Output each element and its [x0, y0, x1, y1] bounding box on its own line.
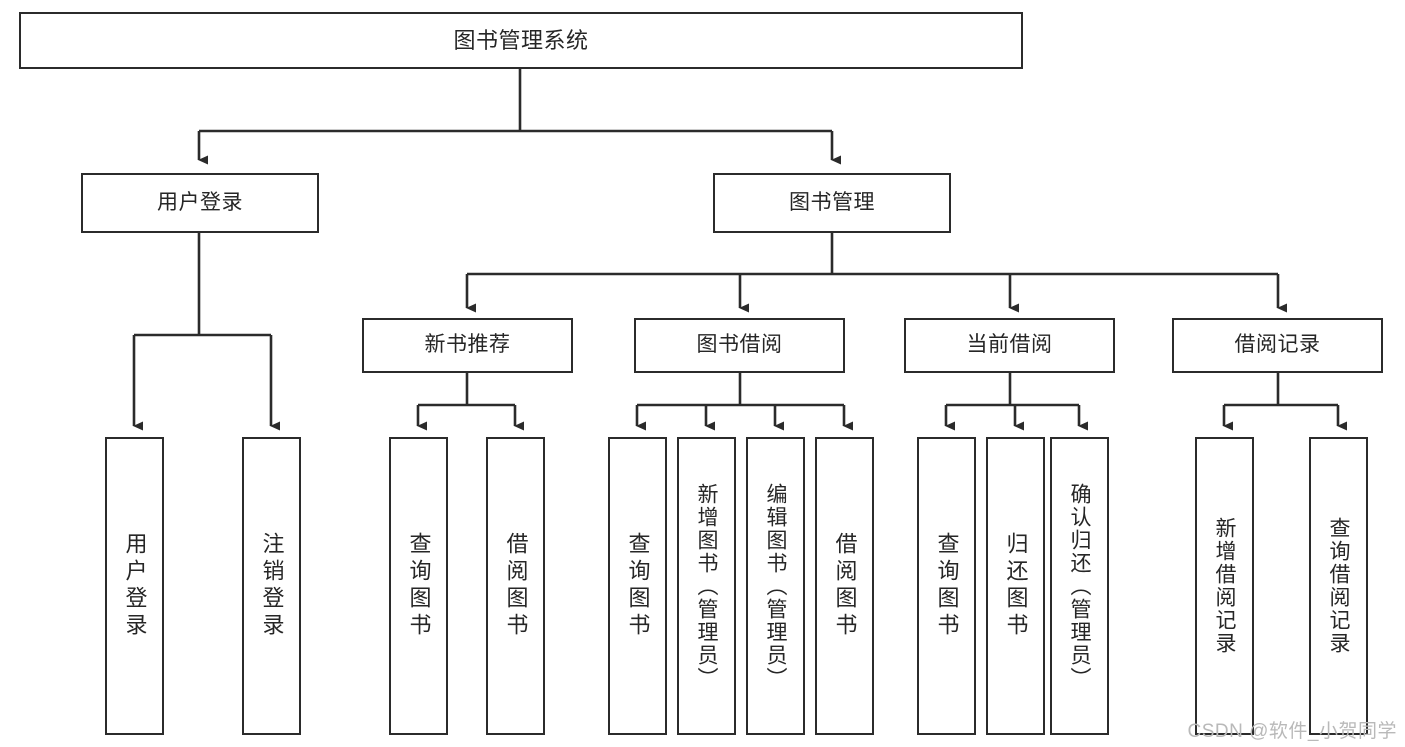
node-label: 查询图书: [934, 532, 960, 640]
node-borrow-record[interactable]: 借阅记录: [1172, 318, 1383, 373]
node-current-borrow[interactable]: 当前借阅: [904, 318, 1115, 373]
leaf-book-borrow-query-book[interactable]: 查询图书: [608, 437, 667, 735]
leaf-current-borrow-query-book[interactable]: 查询图书: [917, 437, 976, 735]
leaf-borrow-record-add-record[interactable]: 新增借阅记录: [1195, 437, 1254, 735]
node-label: 查询图书: [625, 532, 651, 640]
node-label: 注销登录: [259, 532, 285, 640]
node-label: 查询借阅记录: [1327, 517, 1350, 655]
node-label: 借阅图书: [503, 532, 529, 640]
node-label: 新增借阅记录: [1213, 517, 1236, 655]
node-root-library-management-system[interactable]: 图书管理系统: [19, 12, 1023, 69]
node-book-management[interactable]: 图书管理: [713, 173, 951, 233]
csdn-watermark: CSDN @软件_小贺同学: [1187, 721, 1397, 742]
node-label: 借阅记录: [1234, 333, 1321, 357]
node-label: 新增图书（管理员）: [695, 482, 718, 690]
node-label: 借阅图书: [832, 532, 858, 640]
node-book-borrow[interactable]: 图书借阅: [634, 318, 845, 373]
node-label: 图书借阅: [696, 333, 783, 357]
leaf-book-borrow-borrow-book[interactable]: 借阅图书: [815, 437, 874, 735]
leaf-borrow-record-query-record[interactable]: 查询借阅记录: [1309, 437, 1368, 735]
leaf-new-book-borrow-book[interactable]: 借阅图书: [486, 437, 545, 735]
leaf-user-login-signout[interactable]: 注销登录: [242, 437, 301, 735]
node-label: 查询图书: [406, 532, 432, 640]
node-label: 用户登录: [157, 190, 243, 214]
node-user-login[interactable]: 用户登录: [81, 173, 319, 233]
leaf-book-borrow-add-book-admin[interactable]: 新增图书（管理员）: [677, 437, 736, 735]
node-label: 图书管理: [789, 190, 875, 214]
leaf-new-book-query-book[interactable]: 查询图书: [389, 437, 448, 735]
node-new-book-recommendation[interactable]: 新书推荐: [362, 318, 573, 373]
node-label: 当前借阅: [966, 333, 1053, 357]
leaf-book-borrow-edit-book-admin[interactable]: 编辑图书（管理员）: [746, 437, 805, 735]
node-label: 归还图书: [1003, 532, 1029, 640]
node-label: 确认归还（管理员）: [1068, 482, 1091, 690]
leaf-current-borrow-return-book[interactable]: 归还图书: [986, 437, 1045, 735]
leaf-user-login-signin[interactable]: 用户登录: [105, 437, 164, 735]
node-label: 新书推荐: [424, 333, 511, 357]
node-label: 编辑图书（管理员）: [764, 482, 787, 690]
node-label: 图书管理系统: [453, 27, 589, 53]
node-label: 用户登录: [122, 532, 148, 640]
leaf-current-borrow-confirm-return-admin[interactable]: 确认归还（管理员）: [1050, 437, 1109, 735]
